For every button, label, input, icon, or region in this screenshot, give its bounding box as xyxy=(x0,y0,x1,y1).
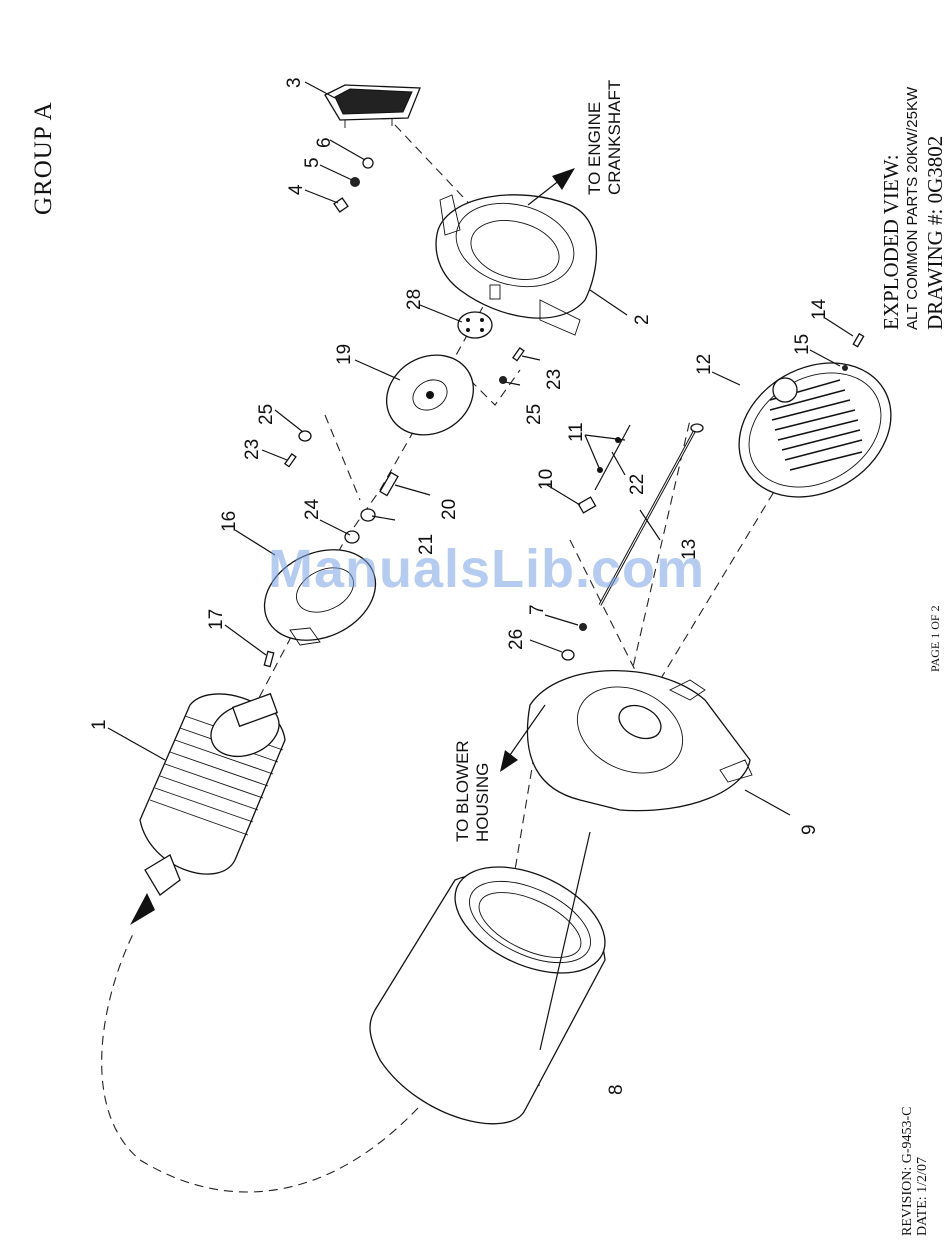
callout-4: 4 xyxy=(286,184,307,195)
revision-block: REVISION: G-9453-C DATE: 1/2/07 xyxy=(900,1107,930,1237)
title-block: EXPLODED VIEW: ALT COMMON PARTS 20KW/25K… xyxy=(880,87,946,330)
callout-14: 14 xyxy=(809,298,830,320)
callout-25a: 25 xyxy=(256,404,277,425)
callout-3: 3 xyxy=(284,77,305,88)
callout-20: 20 xyxy=(439,499,460,520)
callout-17: 17 xyxy=(206,609,227,630)
callout-15: 15 xyxy=(792,334,813,355)
screws-11-22 xyxy=(595,425,630,490)
callout-5: 5 xyxy=(302,157,323,168)
callout-22: 22 xyxy=(627,474,648,495)
part-1-rotor xyxy=(140,694,286,895)
page-number: PAGE 1 OF 2 xyxy=(928,605,943,672)
callout-8: 8 xyxy=(606,1084,627,1095)
part-17-key xyxy=(264,651,273,666)
engine-note-line2: CRANKSHAFT xyxy=(605,80,624,195)
view-title: EXPLODED VIEW: xyxy=(880,87,902,330)
fasteners-26-7 xyxy=(562,623,587,660)
fasteners-23-25-right xyxy=(499,348,524,384)
callout-9: 9 xyxy=(799,824,820,835)
callout-16: 16 xyxy=(219,511,240,532)
callout-24: 24 xyxy=(302,498,323,520)
callout-23b: 23 xyxy=(544,369,565,390)
callout-12: 12 xyxy=(694,354,715,375)
callout-19: 19 xyxy=(334,344,355,365)
part-8-stator-shell xyxy=(370,845,622,1123)
part-3-inlet-screen xyxy=(325,85,420,128)
bolt-20 xyxy=(380,472,398,495)
date-text: DATE: 1/2/07 xyxy=(915,1107,930,1237)
callout-11: 11 xyxy=(566,422,587,442)
callout-25b: 25 xyxy=(524,404,545,425)
callout-10: 10 xyxy=(536,469,557,490)
callout-26: 26 xyxy=(506,629,527,650)
callout-28: 28 xyxy=(404,289,425,310)
part-19-flex-plate xyxy=(372,340,488,451)
engine-note-line1: TO ENGINE xyxy=(585,102,604,195)
callout-23a: 23 xyxy=(242,439,263,460)
fasteners-23-25-left xyxy=(285,431,311,467)
part-28-flex-disc xyxy=(458,312,492,338)
rotation-arrow xyxy=(130,893,155,925)
fasteners-4-5-6 xyxy=(334,158,373,212)
callout-2: 2 xyxy=(632,314,653,325)
revision-text: REVISION: G-9453-C xyxy=(900,1107,915,1237)
view-subtitle: ALT COMMON PARTS 20KW/25KW xyxy=(902,87,924,330)
part-9-bearing-carrier xyxy=(527,671,752,811)
part-2-engine-adapter xyxy=(436,191,596,335)
callout-1: 1 xyxy=(89,719,110,730)
group-label: GROUP A xyxy=(30,101,58,215)
drawing-number: DRAWING #: 0G3802 xyxy=(924,87,946,330)
callout-7: 7 xyxy=(527,604,548,615)
blower-note-line1: TO BLOWER xyxy=(453,740,472,842)
brush-holder-10 xyxy=(578,497,595,513)
blower-note-line2: HOUSING xyxy=(473,763,492,842)
watermark: ManualsLib.com xyxy=(268,538,705,600)
part-12-rear-cover xyxy=(715,336,916,523)
callout-6: 6 xyxy=(314,137,335,148)
